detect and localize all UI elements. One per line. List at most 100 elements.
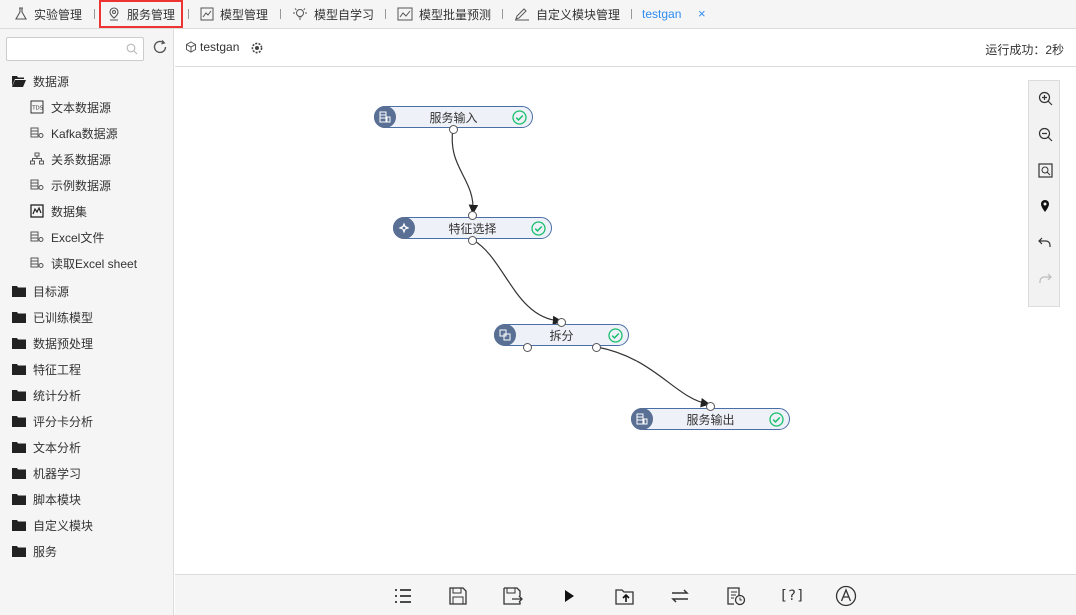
list-icon[interactable] <box>392 585 414 607</box>
node-label: 服务输入 <box>429 110 478 125</box>
edge-split-to-service-output[interactable] <box>596 346 711 408</box>
tree-folder-services[interactable]: 服务 <box>0 538 173 564</box>
tab-label: 模型批量预测 <box>419 7 492 22</box>
tab-divider <box>94 9 95 19</box>
bulb-icon <box>293 8 307 20</box>
close-tab-icon[interactable]: × <box>698 6 706 21</box>
data-node-icon <box>374 106 396 128</box>
output-port[interactable] <box>449 125 458 134</box>
search-input[interactable] <box>7 38 119 60</box>
input-port[interactable] <box>468 211 477 220</box>
tab-custom-module-management[interactable]: 自定义模块管理 <box>514 0 620 28</box>
zoom-out-icon[interactable] <box>1036 125 1054 143</box>
tab-divider <box>280 9 281 19</box>
tree-item-read-excel-sheet[interactable]: 读取Excel sheet <box>0 250 173 276</box>
node-service-input[interactable]: 服务输入 <box>374 106 533 128</box>
tab-label: 模型管理 <box>220 7 269 22</box>
input-port[interactable] <box>557 318 566 327</box>
redo-icon[interactable] <box>1036 269 1054 287</box>
tree-label: 统计分析 <box>33 388 82 403</box>
tree-folder-data-preprocessing[interactable]: 数据预处理 <box>0 330 173 356</box>
node-split[interactable]: 拆分 <box>494 324 629 346</box>
tree-label: 目标源 <box>33 284 70 299</box>
tree-folder-script-modules[interactable]: 脚本模块 <box>0 486 173 512</box>
settings-icon[interactable] <box>250 41 264 55</box>
project-name: testgan <box>185 40 239 54</box>
folder-icon <box>12 468 26 479</box>
about-icon[interactable] <box>835 585 857 607</box>
data-node-icon <box>631 408 653 430</box>
folder-icon <box>12 286 26 297</box>
schedule-icon[interactable] <box>725 585 747 607</box>
tree-folder-feature-engineering[interactable]: 特征工程 <box>0 356 173 382</box>
tab-model-management[interactable]: 模型管理 <box>200 0 268 28</box>
fit-view-icon[interactable] <box>1036 161 1054 179</box>
folder-icon <box>12 416 26 427</box>
tree-item-excel-file[interactable]: Excel文件 <box>0 224 173 250</box>
tab-service-management[interactable]: 服务管理 <box>99 0 184 28</box>
input-port[interactable] <box>706 402 715 411</box>
zoom-in-icon[interactable] <box>1036 89 1054 107</box>
edit-icon <box>515 8 529 21</box>
tree-label: 数据预处理 <box>33 336 94 351</box>
tree-folder-trained-models[interactable]: 已训练模型 <box>0 304 173 330</box>
canvas-header: testgan 运行成功：2秒 <box>175 29 1076 67</box>
tree-item-text-datasource[interactable]: TDS 文本数据源 <box>0 94 173 120</box>
tree-item-kafka-datasource[interactable]: Kafka数据源 <box>0 120 173 146</box>
tree-folder-text-analysis[interactable]: 文本分析 <box>0 434 173 460</box>
tree-label: Kafka数据源 <box>51 126 118 141</box>
chart-icon <box>200 7 214 21</box>
tree-item-relational-datasource[interactable]: 关系数据源 <box>0 146 173 172</box>
tab-label: 实验管理 <box>34 7 83 22</box>
tree-label: 文本分析 <box>33 440 82 455</box>
tab-experiment-management[interactable]: 实验管理 <box>14 0 82 28</box>
service-icon <box>109 7 119 21</box>
tree-label: 服务 <box>33 544 58 559</box>
tree-folder-statistical-analysis[interactable]: 统计分析 <box>0 382 173 408</box>
bottom-toolbar: [?] <box>175 574 1076 615</box>
search-icon[interactable] <box>126 43 138 55</box>
tree-item-sample-datasource[interactable]: 示例数据源 <box>0 172 173 198</box>
tree-label: 自定义模块 <box>33 518 94 533</box>
dataset-icon <box>30 204 44 218</box>
tree-label: 数据源 <box>33 74 70 89</box>
output-port[interactable] <box>468 236 477 245</box>
node-service-output[interactable]: 服务输出 <box>631 408 790 430</box>
tab-label: 模型自学习 <box>314 7 375 22</box>
db-icon <box>30 179 44 190</box>
edge-layer <box>451 127 711 408</box>
output-port-right[interactable] <box>592 343 601 352</box>
tree-folder-target-source[interactable]: 目标源 <box>0 278 173 304</box>
tree-folder-datasource[interactable]: 数据源 <box>0 68 173 94</box>
folder-icon <box>12 494 26 505</box>
output-port-left[interactable] <box>523 343 532 352</box>
save-as-icon[interactable] <box>502 585 524 607</box>
tree-folder-scorecard-analysis[interactable]: 评分卡分析 <box>0 408 173 434</box>
switch-icon[interactable] <box>669 585 691 607</box>
tree-folder-machine-learning[interactable]: 机器学习 <box>0 460 173 486</box>
split-node-icon <box>494 324 516 346</box>
undo-icon[interactable] <box>1036 233 1054 251</box>
flask-icon <box>15 7 27 20</box>
node-feature-selection[interactable]: 特征选择 <box>393 217 552 239</box>
locate-icon[interactable] <box>1036 197 1054 215</box>
edge-service-input-to-feature-select[interactable] <box>451 127 479 215</box>
tab-model-self-learning[interactable]: 模型自学习 <box>292 0 374 28</box>
svg-text:TDS: TDS <box>31 106 44 112</box>
tree-item-dataset[interactable]: 数据集 <box>0 198 173 224</box>
tab-batch-prediction[interactable]: 模型批量预测 <box>397 0 491 28</box>
tab-label: testgan <box>642 7 682 21</box>
tree-label: 关系数据源 <box>51 152 112 167</box>
tree-label: 示例数据源 <box>51 178 112 193</box>
help-icon[interactable]: [?] <box>779 588 805 604</box>
folder-icon <box>12 390 26 401</box>
tab-testgan[interactable]: testgan <box>642 0 681 28</box>
export-icon[interactable] <box>614 585 636 607</box>
tree-folder-custom-modules[interactable]: 自定义模块 <box>0 512 173 538</box>
save-icon[interactable] <box>447 585 469 607</box>
tree-label: 特征工程 <box>33 362 82 377</box>
run-icon[interactable] <box>558 585 580 607</box>
workflow-canvas[interactable]: 服务输入 特征选择 拆分 服务输出 <box>175 68 1076 574</box>
edge-feature-select-to-split[interactable] <box>472 239 563 326</box>
refresh-icon[interactable] <box>152 39 168 55</box>
